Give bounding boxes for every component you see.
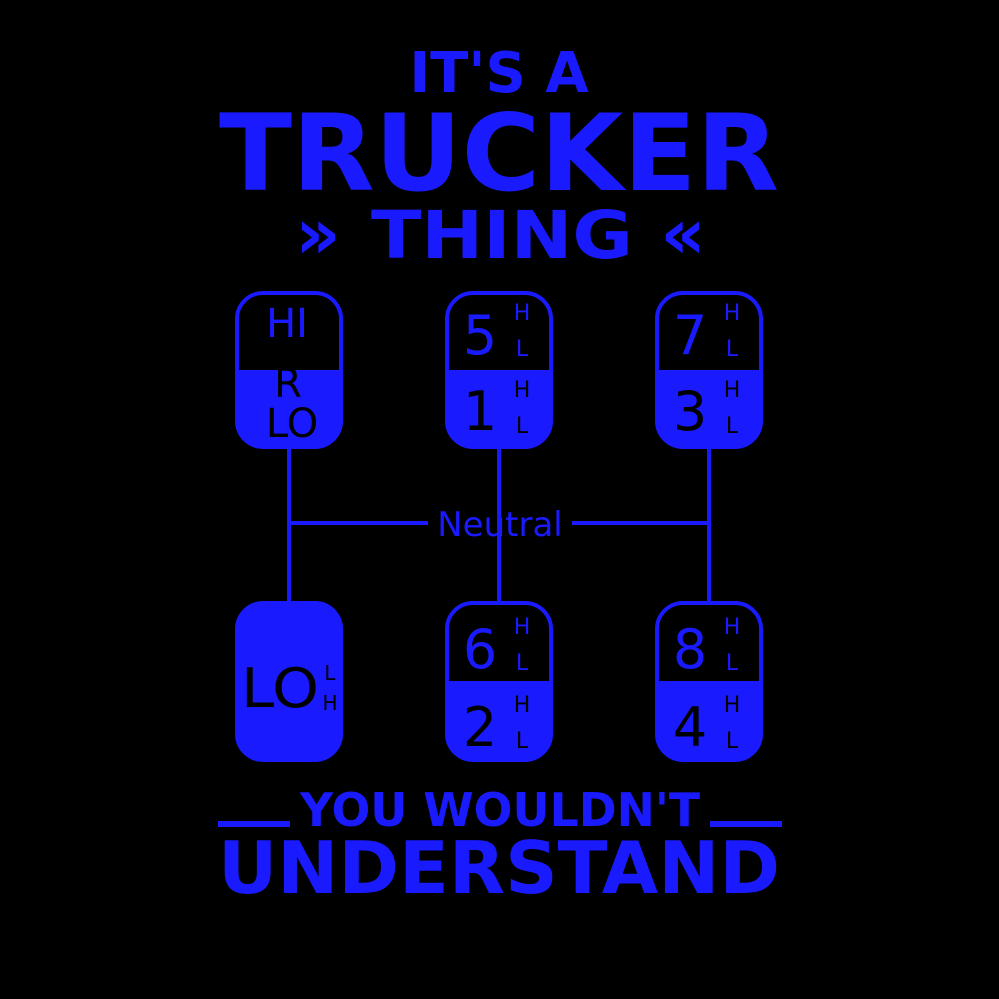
knob-lo-sup: L <box>324 661 336 685</box>
gear-7-h: H <box>724 301 741 326</box>
gear-8: 8 <box>673 618 707 681</box>
knob-8-4: 8 H L 4 H L <box>655 601 763 762</box>
gear-2-h: H <box>514 693 531 718</box>
gear-3: 3 <box>673 380 707 443</box>
knob-7-3: 7 H L 3 H L <box>655 291 763 449</box>
gear-5-l: L <box>516 337 529 362</box>
gear-6-h: H <box>514 615 531 640</box>
gear-5-h: H <box>514 301 531 326</box>
knob-hi-r-lo: HI R LO <box>235 291 343 449</box>
gear-6: 6 <box>463 618 497 681</box>
gear-3-h: H <box>724 378 741 403</box>
gear-7-l: L <box>726 337 739 362</box>
knob-lo-main-label: LO <box>241 657 319 720</box>
knob-r-label: R <box>274 361 302 407</box>
gear-1: 1 <box>463 380 497 443</box>
gear-4: 4 <box>673 696 707 759</box>
gear-2: 2 <box>463 696 497 759</box>
gear-7: 7 <box>673 304 707 367</box>
right-chevrons-icon: « <box>660 193 705 275</box>
shift-gate-lines <box>287 448 711 605</box>
gear-8-l: L <box>726 651 739 676</box>
headline-thing: THING <box>371 197 633 274</box>
gear-2-l: L <box>516 729 529 754</box>
footer-you-wouldnt: YOU WOULDN'T <box>299 783 701 837</box>
headline-trucker: TRUCKER <box>219 92 779 215</box>
gear-1-l: L <box>516 414 529 439</box>
left-chevrons-icon: » <box>295 193 340 275</box>
knob-lo-label: LO <box>266 401 318 447</box>
neutral-label: Neutral <box>437 505 563 545</box>
knob-lo: LO L H <box>235 601 343 762</box>
gear-3-l: L <box>726 414 739 439</box>
knob-6-2: 6 H L 2 H L <box>445 601 553 762</box>
gear-4-l: L <box>726 729 739 754</box>
gear-4-h: H <box>724 693 741 718</box>
gear-1-h: H <box>514 378 531 403</box>
headline-its-a: IT'S A <box>409 41 589 106</box>
knob-5-1: 5 H L 1 H L <box>445 291 553 449</box>
gear-5: 5 <box>463 304 497 367</box>
knob-hi-label: HI <box>266 301 308 347</box>
gear-8-h: H <box>724 615 741 640</box>
knob-lo-sub: H <box>322 691 337 715</box>
gear-6-l: L <box>516 651 529 676</box>
footer-understand: UNDERSTAND <box>218 826 780 910</box>
